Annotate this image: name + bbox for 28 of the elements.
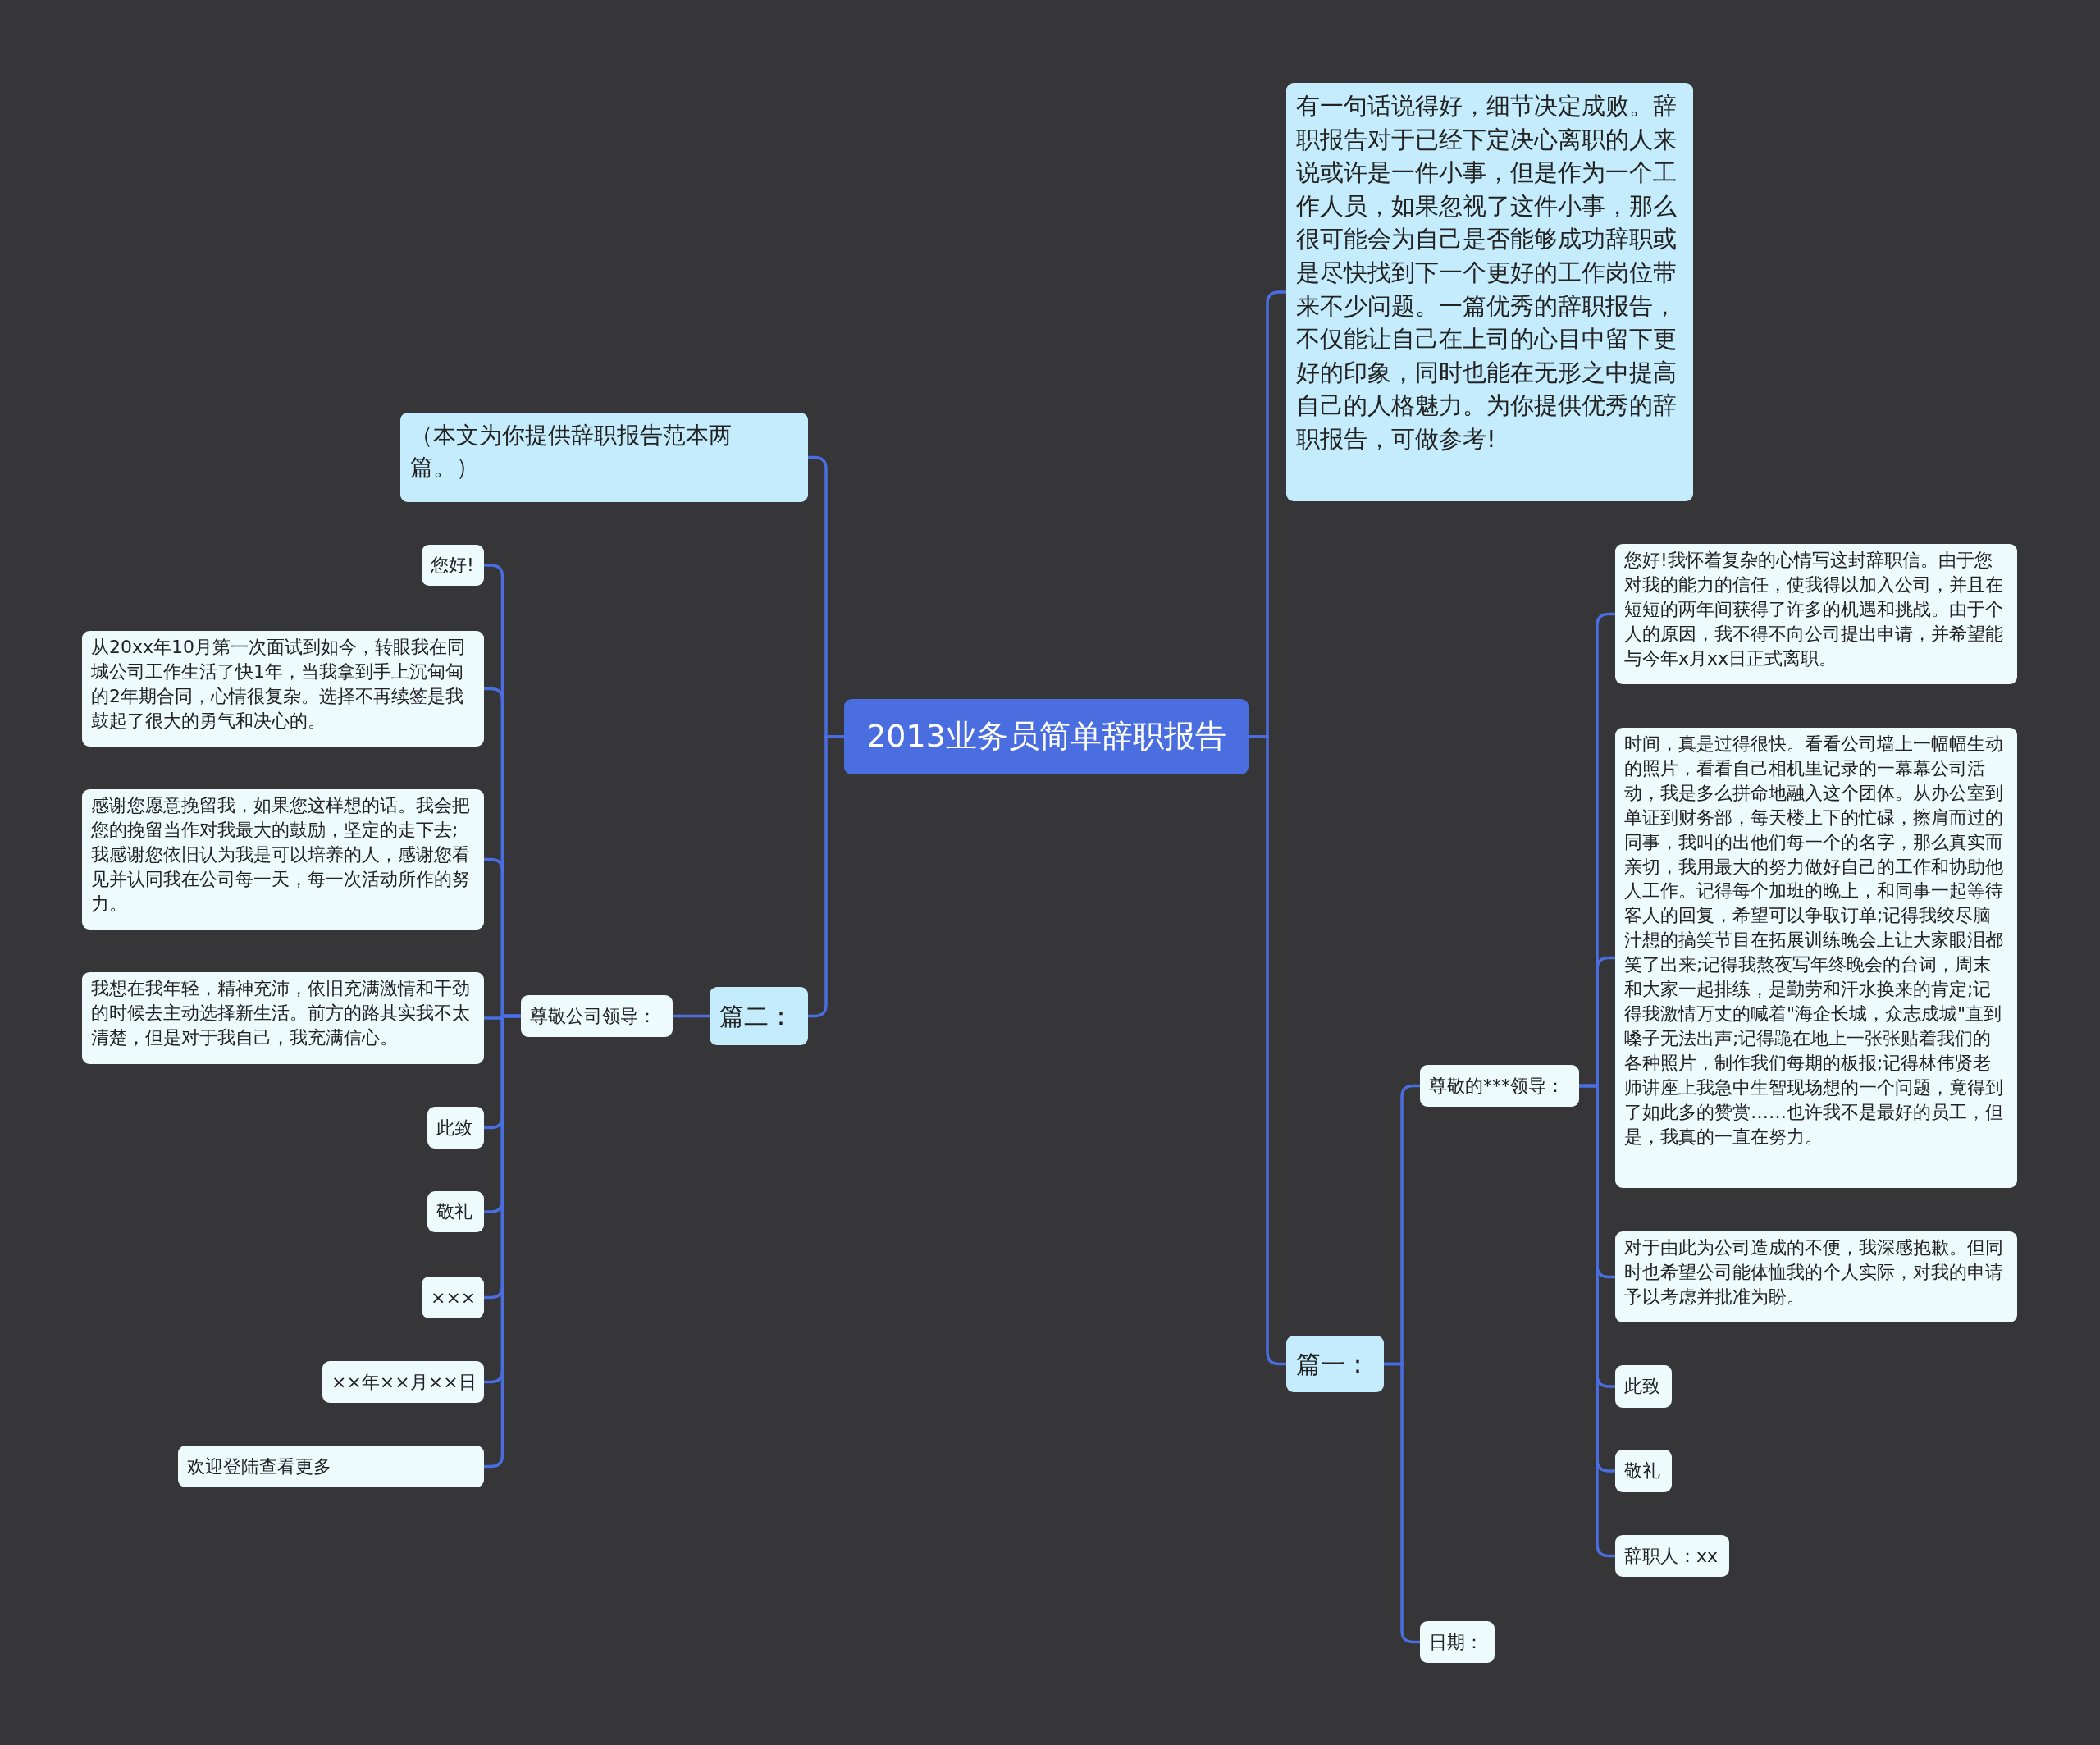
subtopic-box: 敬礼 bbox=[427, 1191, 484, 1232]
topic-box: 篇一： bbox=[1286, 1336, 1384, 1392]
subtopic-box: 对于由此为公司造成的不便，我深感抱歉。但同时也希望公司能体恤我的个人实际，对我的申请予以考虑并批准为盼。 bbox=[1615, 1231, 2017, 1322]
connector-line bbox=[1579, 1084, 1615, 1558]
subtopic-box: 此致 bbox=[1615, 1365, 1672, 1408]
subtopic-box: 您好! bbox=[422, 545, 484, 586]
connector-line bbox=[808, 735, 844, 1018]
subtopic-box: 欢迎登陆查看更多 bbox=[178, 1446, 484, 1487]
connector-line bbox=[1384, 1362, 1420, 1644]
subtopic-box: 从20xx年10月第一次面试到如今，转眼我在同城公司工作生活了快1年，当我拿到手上沉甸甸的2年期合同，心情很复杂。选择不再续签是我鼓起了很大的勇气和决心的。 bbox=[82, 631, 484, 747]
subtopic-box: 时间，真是过得很快。看看公司墙上一幅幅生动的照片，看看自己相机里记录的一幕幕公司活动，我是多么拼命地融入这个团体。从办公室到单证到财务部，每天楼上下的忙碌，擦肩而过的同事，我叫的出他们每一个的名字，那么真实而亲切，我用最大的努力做好自己的工作和协助他人工作。记得每个加班的晚上，和同事一起等待客人的回复，希望可以争取订单;记得我绞尽脑汁想的搞笑节目在拓展训练晚会上让大家眼泪都笑了出来;记得我熬夜写年终晚会的台词，周末和大家一起排练，是勤劳和汗水换来的肯定;记得我激情万丈的喊着"海企长城，众志成城"直到嗓子无法出声;记得跪在地上一张张贴着我们的各种照片，制作我们每期的板报;记得林伟贤老师讲座上我急中生智现场想的一个问题，竟得到了如此多的赞赏……也许我不是最好的员工，但是，我真的一直在努力。 bbox=[1615, 728, 2017, 1188]
subtopic-box: 此致 bbox=[427, 1107, 484, 1149]
subtopic-box: 我想在我年轻，精神充沛，依旧充满激情和干劲的时候去主动选择新生活。前方的路其实我不太清楚，但是对于我自己，我充满信心。 bbox=[82, 972, 484, 1064]
subtopic-box: 您好!我怀着复杂的心情写这封辞职信。由于您对我的能力的信任，使我得以加入公司，并且在短短的两年间获得了许多的机遇和挑战。由于个人的原因，我不得不向公司提出申请，并希望能与今年x月xx日正式离职。 bbox=[1615, 544, 2017, 684]
root-topic-box: 2013业务员简单辞职报告 bbox=[844, 699, 1249, 774]
topic-box: （本文为你提供辞职报告范本两篇。） bbox=[400, 413, 808, 502]
topic-box: 有一句话说得好，细节决定成败。辞职报告对于已经下定决心离职的人来说或许是一件小事，但是作为一个工作人员，如果忽视了这件小事，那么很可能会为自己是否能够成功辞职或是尽快找到下一个更好的工作岗位带来不少问题。一篇优秀的辞职报告，不仅能让自己在上司的心目中留下更好的印象，同时也能在无形之中提高自己的人格魅力。为你提供优秀的辞职报告，可做参考! bbox=[1286, 83, 1693, 501]
subtopic-box: ××× bbox=[422, 1277, 484, 1318]
connector-line bbox=[1249, 735, 1286, 1366]
subtopic-box: 日期： bbox=[1420, 1621, 1495, 1663]
subtopic-box: ××年××月××日 bbox=[322, 1361, 484, 1403]
subtopic-box: 感谢您愿意挽留我，如果您这样想的话。我会把您的挽留当作对我最大的鼓励，坚定的走下去;我感谢您依旧认为我是可以培养的人，感谢您看见并认同我在公司每一天，每一次活动所作的努力。 bbox=[82, 789, 484, 930]
subtopic-box: 尊敬公司领导： bbox=[521, 995, 673, 1037]
subtopic-box: 辞职人：xx bbox=[1615, 1535, 1729, 1577]
subtopic-box: 尊敬的***领导： bbox=[1420, 1065, 1579, 1107]
topic-box: 篇二： bbox=[710, 987, 808, 1045]
subtopic-box: 敬礼 bbox=[1615, 1450, 1672, 1492]
connector-line bbox=[673, 1014, 710, 1018]
